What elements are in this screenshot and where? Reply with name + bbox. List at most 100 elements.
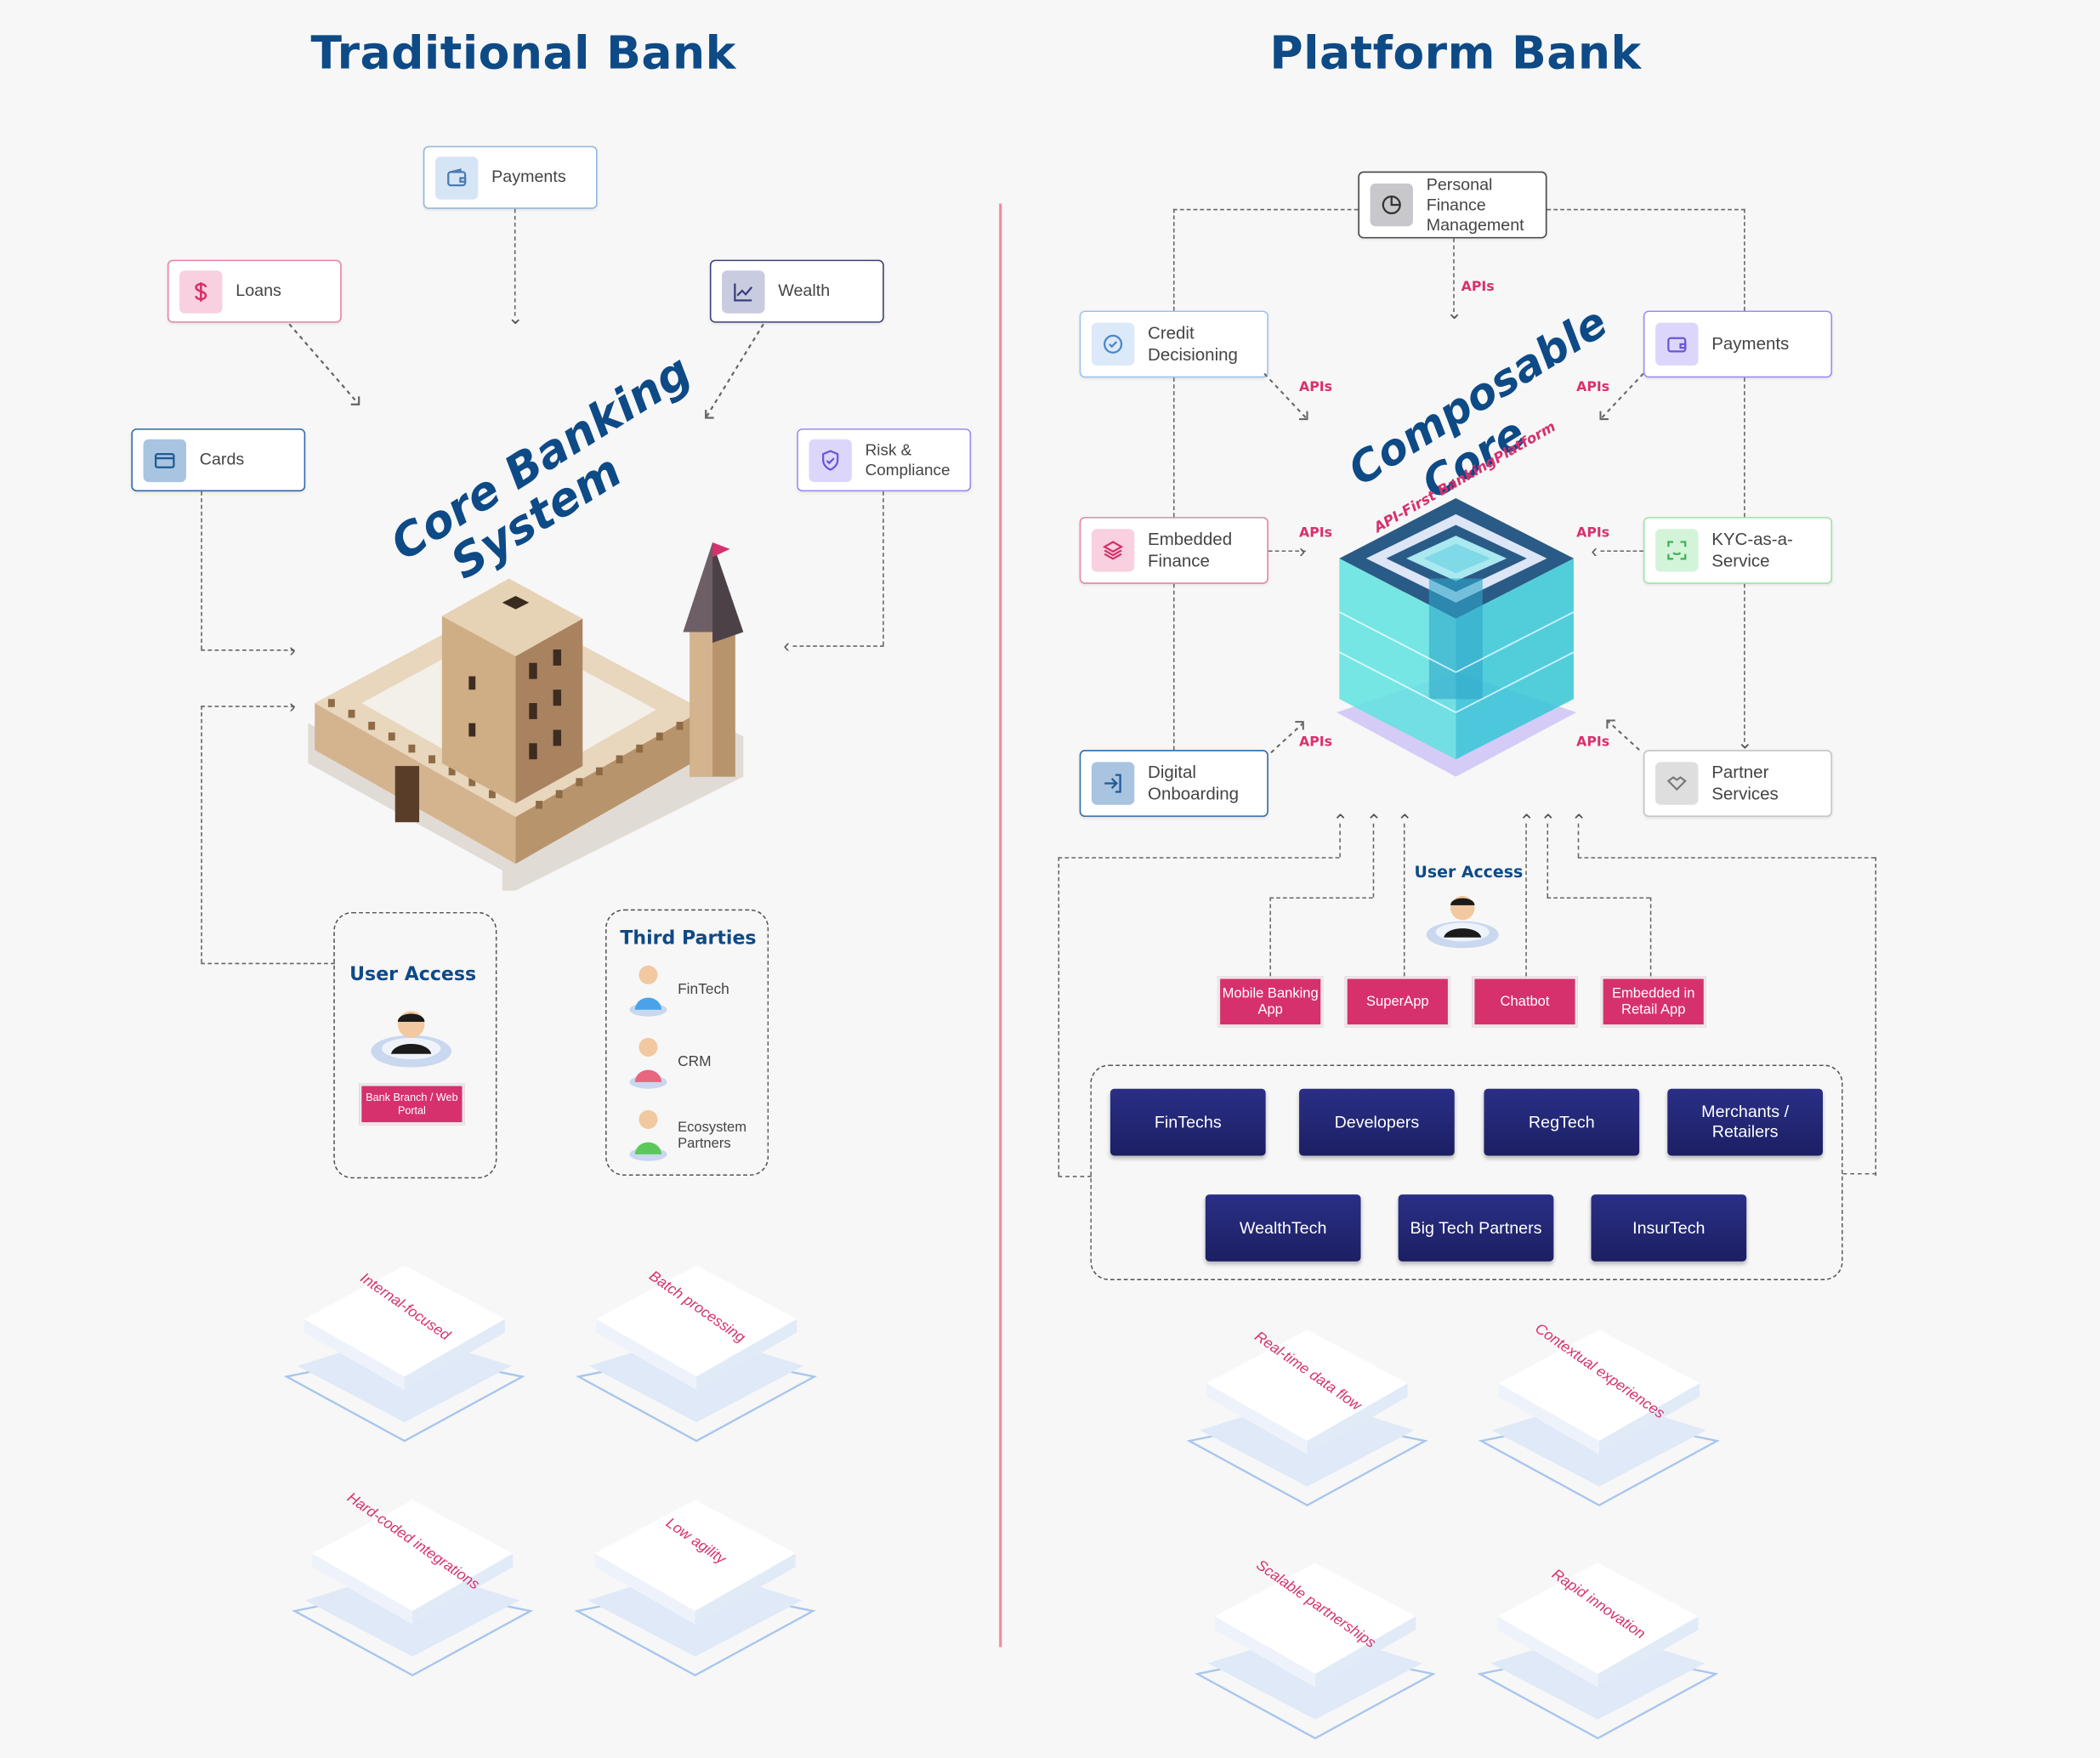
third-party-item: CRM	[678, 1053, 712, 1070]
wallet-icon	[1655, 322, 1699, 366]
arrow-up-icon: ⌃	[1397, 810, 1413, 832]
api-connector	[1599, 372, 1644, 421]
center-divider	[999, 203, 1002, 1647]
connector-left-2	[1172, 377, 1175, 518]
connector-loans	[288, 323, 360, 405]
credit-card-icon	[143, 438, 186, 482]
ecosystem-connector	[1875, 857, 1876, 1177]
channel-connector	[1649, 897, 1652, 977]
platform-bank-title: Platform Bank	[1269, 26, 1642, 81]
api-label: APIs	[1576, 734, 1610, 751]
crm-person-icon	[629, 1037, 667, 1089]
wallet-icon	[434, 156, 479, 199]
ecosystem-partner: WealthTech	[1205, 1194, 1361, 1262]
bank-branch-pill: Bank Branch / Web Portal	[359, 1083, 465, 1126]
arrow-left-icon: ‹	[1591, 539, 1598, 562]
module-loans: Loans	[167, 259, 342, 323]
arrow-down-icon: ⌄	[508, 306, 524, 328]
arrow-left-icon: ‹	[783, 634, 790, 656]
service-kyc: KYC-as-a-Service	[1643, 517, 1833, 584]
face-scan-icon	[1655, 529, 1699, 572]
service-onboarding: Digital Onboarding	[1079, 750, 1269, 817]
api-label: APIs	[1299, 526, 1333, 542]
module-cards: Cards	[131, 428, 306, 492]
trait-tile: Internal-focused	[283, 1259, 525, 1447]
castle-illustration	[308, 542, 744, 891]
ecosystem-connector	[1339, 823, 1341, 858]
module-loans-label: Loans	[236, 281, 281, 300]
traditional-bank-title: Traditional Bank	[310, 26, 736, 81]
arrow-down-icon: ⌄	[1737, 731, 1753, 753]
connector-cards-v	[201, 491, 202, 650]
ecosystem-partner: InsurTech	[1591, 1194, 1747, 1262]
ecosystem-connector	[1577, 857, 1876, 859]
module-payments: Payments	[423, 145, 598, 209]
ecosystem-partner: RegTech	[1484, 1088, 1640, 1156]
service-embedded-label: Embedded Finance	[1148, 528, 1233, 571]
arrow-up-icon: ⌃	[1518, 810, 1535, 832]
api-connector	[1270, 721, 1304, 754]
user-gear-icon	[371, 1011, 451, 1068]
arrow-up-icon: ⌃	[1570, 810, 1587, 832]
composable-core-illustration	[1337, 498, 1577, 777]
api-label: APIs	[1299, 734, 1333, 751]
arrow-right-icon: ›	[289, 695, 296, 717]
channel-connector	[1547, 823, 1549, 898]
connector-risk-v	[883, 491, 884, 646]
connector-right-2	[1744, 377, 1745, 518]
ecosystem-partner: FinTechs	[1110, 1088, 1266, 1156]
chart-line-icon	[722, 269, 765, 313]
api-connector	[1268, 550, 1306, 553]
api-connector	[1263, 372, 1308, 421]
user-gear-icon	[1426, 895, 1499, 949]
third-party-item: FinTech	[678, 981, 729, 998]
connector-wealth	[705, 323, 764, 419]
ecosystem-connector	[1058, 857, 1340, 859]
trait-tile: Contextual experiences	[1478, 1321, 1720, 1511]
service-embedded: Embedded Finance	[1079, 517, 1269, 584]
ecosystem-connector	[1058, 857, 1060, 1177]
service-onboarding-label: Digital Onboarding	[1148, 761, 1240, 804]
channel-pill: Embedded in Retail App	[1600, 976, 1706, 1028]
channel-connector	[1547, 897, 1650, 899]
connector-pfm-left	[1172, 208, 1359, 211]
arrow-up-icon: ⌃	[1332, 810, 1348, 832]
platform-user-access-title: User Access	[1414, 862, 1524, 882]
module-wealth: Wealth	[709, 259, 884, 323]
connector-user-access-top	[201, 706, 295, 707]
service-credit-label: Credit Decisioning	[1148, 322, 1238, 365]
service-partner: Partner Services	[1643, 750, 1833, 817]
service-credit: Credit Decisioning	[1079, 310, 1269, 378]
channel-connector	[1372, 823, 1375, 898]
channel-connector	[1525, 823, 1527, 977]
third-party-item: Ecosystem Partners	[678, 1119, 747, 1152]
ecosystem-group	[1090, 1064, 1843, 1280]
connector-pfm-right	[1547, 208, 1745, 211]
pie-chart-icon	[1370, 183, 1413, 227]
ecosystem-connector	[1842, 1172, 1876, 1175]
arrow-down-icon: ⌄	[1446, 301, 1462, 323]
arrow-up-icon: ⌃	[1540, 810, 1557, 832]
service-payments-label: Payments	[1711, 333, 1790, 354]
service-pfm-label: Personal Finance Management	[1426, 174, 1524, 234]
dollar-icon	[179, 269, 223, 313]
api-label: APIs	[1576, 526, 1610, 542]
layers-icon	[1091, 529, 1135, 572]
service-payments: Payments	[1643, 310, 1833, 378]
third-parties-group	[605, 909, 769, 1177]
arrow-up-icon: ⌃	[1365, 810, 1382, 832]
connector-left-1	[1172, 208, 1175, 311]
trait-tile: Low agility	[574, 1493, 816, 1681]
third-parties-title: Third Parties	[620, 927, 757, 950]
traditional-user-access-group	[333, 911, 497, 1179]
channel-connector	[1269, 897, 1271, 977]
channel-connector	[1403, 823, 1405, 977]
channel-pill: Mobile Banking App	[1217, 976, 1324, 1028]
connector-cards-h	[201, 649, 295, 651]
channel-pill: SuperApp	[1344, 976, 1451, 1028]
connector-pfm-core	[1453, 238, 1455, 313]
api-connector	[1606, 719, 1640, 751]
connector-right-3	[1744, 583, 1745, 742]
api-label: APIs	[1576, 380, 1610, 395]
module-wealth-label: Wealth	[778, 281, 831, 300]
